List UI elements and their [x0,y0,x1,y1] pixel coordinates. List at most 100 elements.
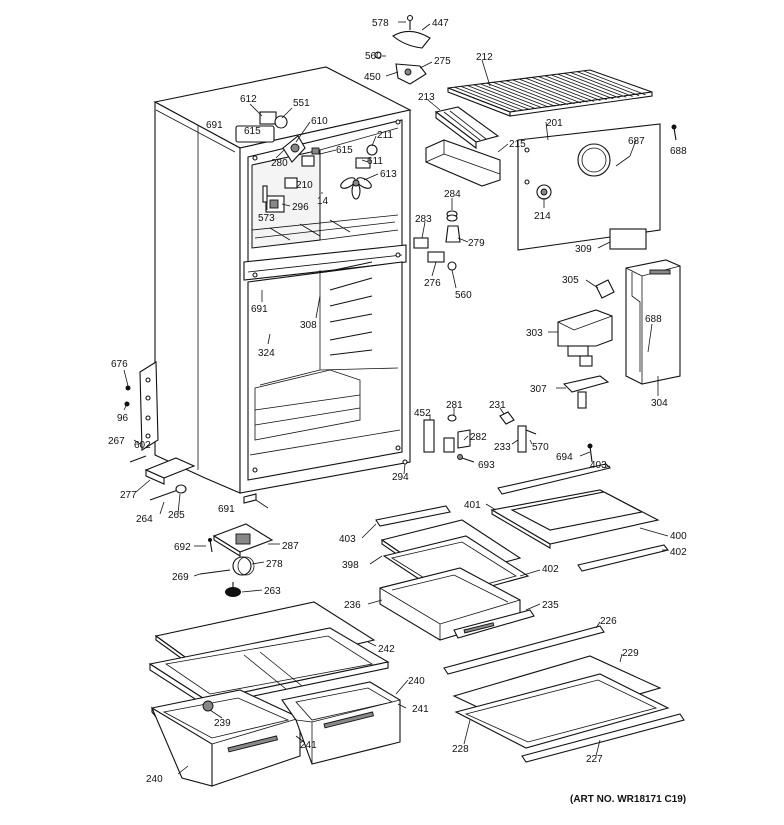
shelf-wire [454,86,517,112]
shelf-wire [486,82,549,108]
label-304: 304 [651,398,668,409]
shelf-wire [493,81,556,107]
label-400: 400 [670,531,687,542]
screw-688 [671,124,677,141]
label-303: 303 [526,328,543,339]
label-241b: 241 [300,740,317,751]
drawer-236 [379,567,535,641]
label-450: 450 [364,72,381,83]
label-14: 14 [317,196,329,207]
shelf-wire [564,72,627,98]
label-201: 201 [546,118,563,129]
label-447: 447 [432,18,449,29]
label-235: 235 [542,600,559,611]
label-278: 278 [266,559,283,570]
shelf-set-398 [375,505,530,599]
shelf-wire [544,75,607,101]
label-398: 398 [342,560,359,571]
label-694: 694 [556,452,573,463]
label-276: 276 [424,278,441,289]
label-226: 226 [600,616,617,627]
shelf-wire [460,85,524,111]
label-210: 210 [296,180,313,191]
label-688b: 688 [645,314,662,325]
art-number: (ART NO. WR18171 C19) [570,794,686,805]
label-242: 242 [378,644,395,655]
label-693: 693 [478,460,495,471]
label-275: 275 [434,56,451,67]
label-560: 560 [365,51,382,62]
label-615b: 615 [336,145,353,156]
shelf-wire [531,76,595,102]
label-228: 228 [452,744,469,755]
label-263: 263 [264,586,281,597]
label-691: 691 [206,120,223,131]
wire-shelf-212 [447,69,653,117]
label-308: 308 [300,320,317,331]
shelf-wire [576,71,640,97]
label-214: 214 [534,211,551,222]
label-691b: 691 [251,304,268,315]
shelf-wire [551,74,614,100]
label-279: 279 [468,238,485,249]
label-452: 452 [414,408,431,419]
mid-right-parts [402,411,593,465]
label-691c: 691 [218,504,235,515]
label-403b: 403 [339,534,356,545]
label-211: 211 [377,130,393,141]
label-676: 676 [111,359,128,370]
label-401: 401 [464,500,481,511]
label-267: 267 [108,436,125,447]
label-309: 309 [575,244,592,255]
label-296: 296 [292,202,309,213]
cabinet [153,66,412,494]
label-213: 213 [418,92,435,103]
label-560b: 560 [455,290,472,301]
ice-tray-213 [434,106,500,150]
label-280: 280 [271,158,288,169]
temp-control-parts [199,523,274,597]
label-287: 287 [282,541,299,552]
shelf-wire [467,85,530,110]
label-602: 602 [134,440,151,451]
label-283: 283 [415,214,432,225]
label-231: 231 [489,400,506,411]
shelf-wire [570,72,633,97]
shelf-wire [583,70,646,96]
label-281: 281 [446,400,463,411]
control-parts [557,259,681,409]
label-403: 403 [590,460,607,471]
shelf-wire [557,73,620,99]
label-269: 269 [172,572,189,583]
label-612: 612 [240,94,257,105]
leader-lines [123,21,669,775]
shelf-wire [505,80,569,106]
label-551: 551 [293,98,310,109]
label-265: 265 [168,510,185,521]
label-578: 578 [372,18,389,29]
label-212: 212 [476,52,493,63]
shelf-wire [480,83,543,109]
label-240: 240 [408,676,425,687]
shelf-wire [512,79,575,105]
label-229: 229 [622,648,639,659]
label-615: 615 [244,126,261,137]
label-294: 294 [392,472,409,483]
label-282: 282 [470,432,487,443]
label-277: 277 [120,490,137,501]
label-402: 402 [670,547,687,558]
shelf-wire [538,76,601,101]
label-96: 96 [117,413,129,424]
label-227: 227 [586,754,603,765]
label-239: 239 [214,718,231,729]
part-labels: 578 447 560 275 450 212 213 612 551 691 … [108,18,687,785]
label-284: 284 [444,189,461,200]
label-613: 613 [380,169,397,180]
label-324: 324 [258,348,275,359]
evaporator-cover-201 [517,123,661,251]
label-692: 692 [174,542,191,553]
label-264: 264 [136,514,153,525]
label-309 [609,228,647,250]
